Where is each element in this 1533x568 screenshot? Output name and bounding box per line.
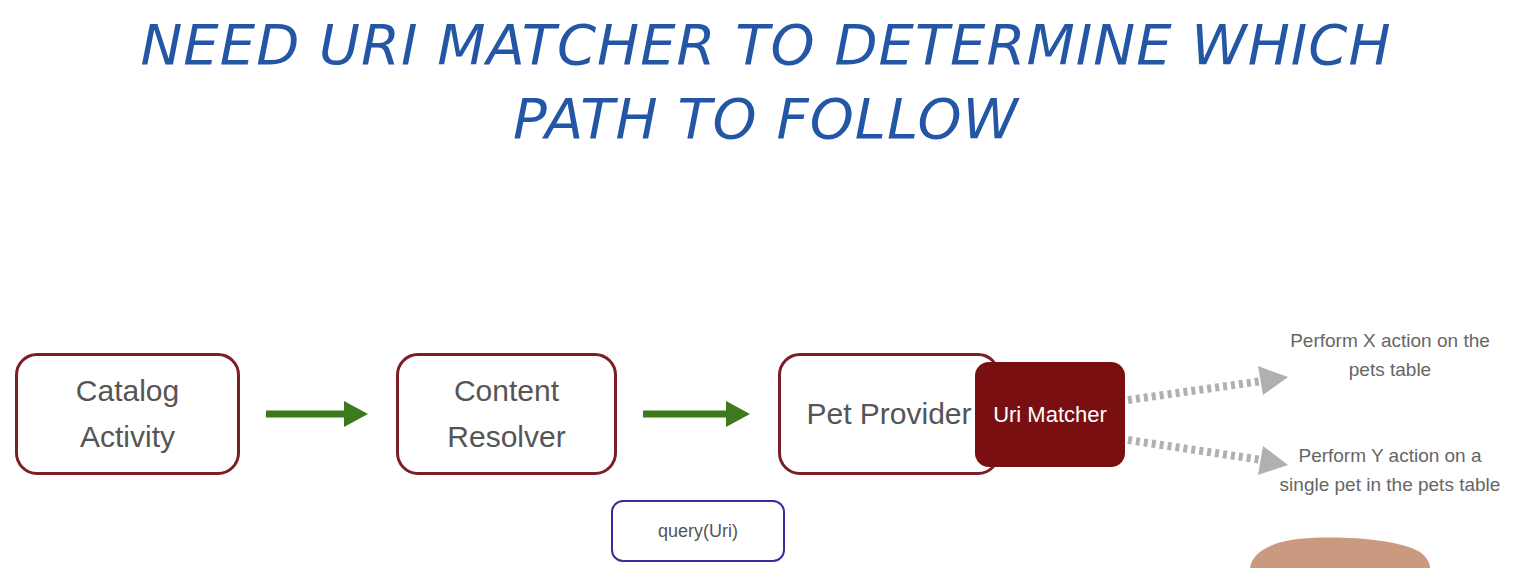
- diagram-title: NEED URI MATCHER TO DETERMINE WHICH PATH…: [116, 8, 1416, 156]
- node-text: Pet Provider: [806, 391, 971, 437]
- node-text: Content Resolver: [413, 368, 600, 460]
- process-box: Content Resolver: [396, 353, 617, 475]
- process-box: Pet Provider: [778, 353, 1000, 475]
- node-text: query(Uri): [658, 519, 738, 543]
- process-box: Catalog Activity: [15, 353, 240, 475]
- action-note: Perform Y action on a single pet in the …: [1278, 441, 1502, 499]
- dotted-arrow: [1128, 440, 1288, 475]
- action-note: Perform X action on the pets table: [1272, 326, 1508, 384]
- flow-arrow: [643, 401, 750, 427]
- node-text: Uri Matcher: [993, 397, 1107, 433]
- node-text: Catalog Activity: [32, 368, 223, 460]
- flow-arrow: [266, 401, 368, 427]
- hand-illustration: [1250, 538, 1430, 568]
- dotted-arrow: [1128, 366, 1288, 400]
- matcher-box: Uri Matcher: [975, 362, 1125, 467]
- method-box: query(Uri): [611, 500, 785, 562]
